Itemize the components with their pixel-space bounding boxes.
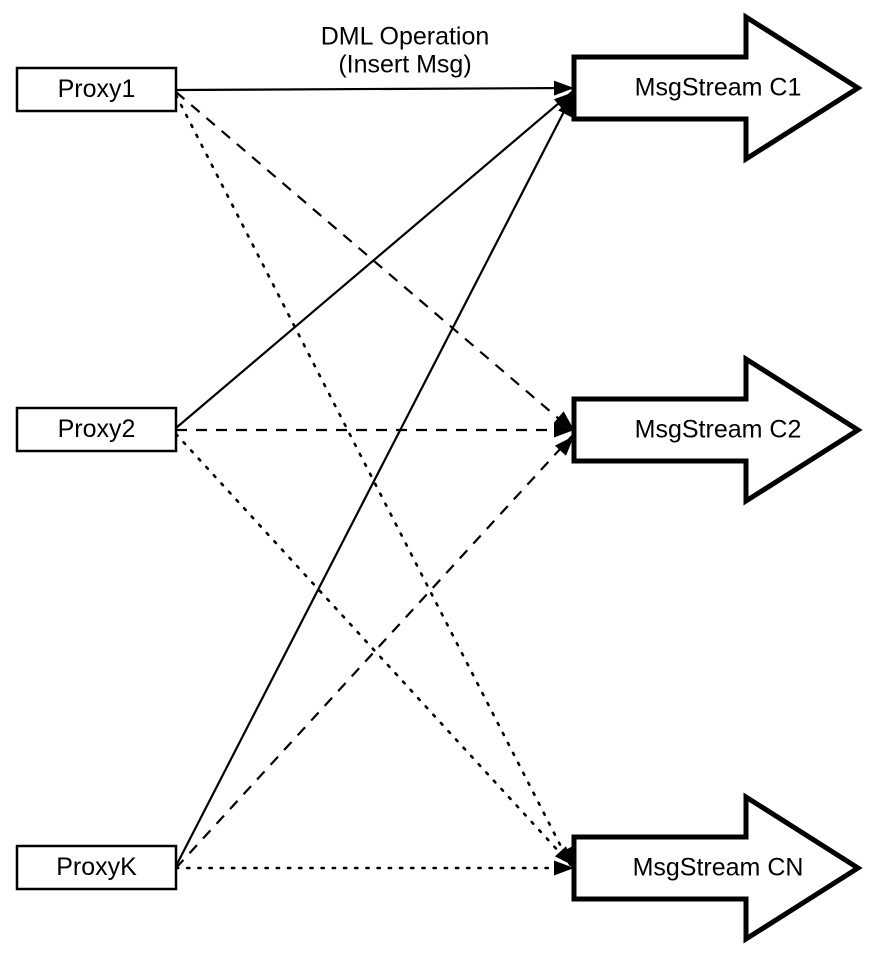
arrowhead-icon <box>553 411 574 430</box>
arrowhead-icon <box>558 96 574 118</box>
edge-proxyk-to-msgstream-c2 <box>175 435 573 869</box>
edge-line-dashed <box>175 435 573 869</box>
stream-label: MsgStream C1 <box>635 74 802 102</box>
arrowhead-icon <box>553 80 574 96</box>
node-label: Proxy1 <box>58 75 136 103</box>
edges-layer <box>174 86 574 870</box>
streams-layer: MsgStream C1 MsgStream C2 MsgStream CN <box>571 12 863 944</box>
edge-proxy2-to-msgstream-c1 <box>175 91 573 429</box>
stream-msgstream-cn[interactable]: MsgStream CN <box>571 792 863 944</box>
block-arrow-icon[interactable] <box>571 12 863 164</box>
arrowhead-icon <box>553 92 574 111</box>
arrowhead-icon <box>554 860 574 876</box>
node-label: ProxyK <box>56 853 137 881</box>
edge-proxy2-to-msgstream-cn <box>174 432 574 868</box>
edge-proxy1-to-msgstream-cn <box>174 93 574 870</box>
node-proxy2[interactable]: Proxy2 <box>15 406 178 453</box>
node-proxyk[interactable]: ProxyK <box>15 844 178 891</box>
stream-label: MsgStream CN <box>633 854 804 882</box>
node-proxy1[interactable]: Proxy1 <box>15 66 178 113</box>
arrowheads-layer <box>553 80 574 876</box>
edge-line-solid <box>175 91 573 429</box>
stream-msgstream-c1[interactable]: MsgStream C1 <box>571 12 863 164</box>
edge-line-dotted <box>174 93 574 870</box>
stream-msgstream-c2[interactable]: MsgStream C2 <box>571 354 863 506</box>
block-arrow-icon[interactable] <box>571 792 863 944</box>
edge-proxy1-to-msgstream-c1 <box>175 86 573 92</box>
node-box[interactable] <box>15 66 178 113</box>
block-arrow-icon[interactable] <box>571 354 863 506</box>
stream-label: MsgStream C2 <box>635 416 802 444</box>
caption-line-2: (Insert Msg) <box>338 51 471 79</box>
edge-line-dotted <box>174 432 574 868</box>
caption-line-1: DML Operation <box>321 23 490 51</box>
node-box[interactable] <box>15 844 178 891</box>
edge-proxyk-to-msgstream-c1 <box>175 95 573 867</box>
arrowhead-icon <box>554 422 574 438</box>
caption-dml-operation: DML Operation (Insert Msg) <box>321 23 490 79</box>
node-label: Proxy2 <box>58 415 136 443</box>
edge-line-solid <box>175 95 573 867</box>
edge-line-solid <box>175 86 573 92</box>
arrowhead-icon <box>554 436 574 456</box>
arrowhead-icon <box>554 846 574 866</box>
node-box[interactable] <box>15 406 178 453</box>
